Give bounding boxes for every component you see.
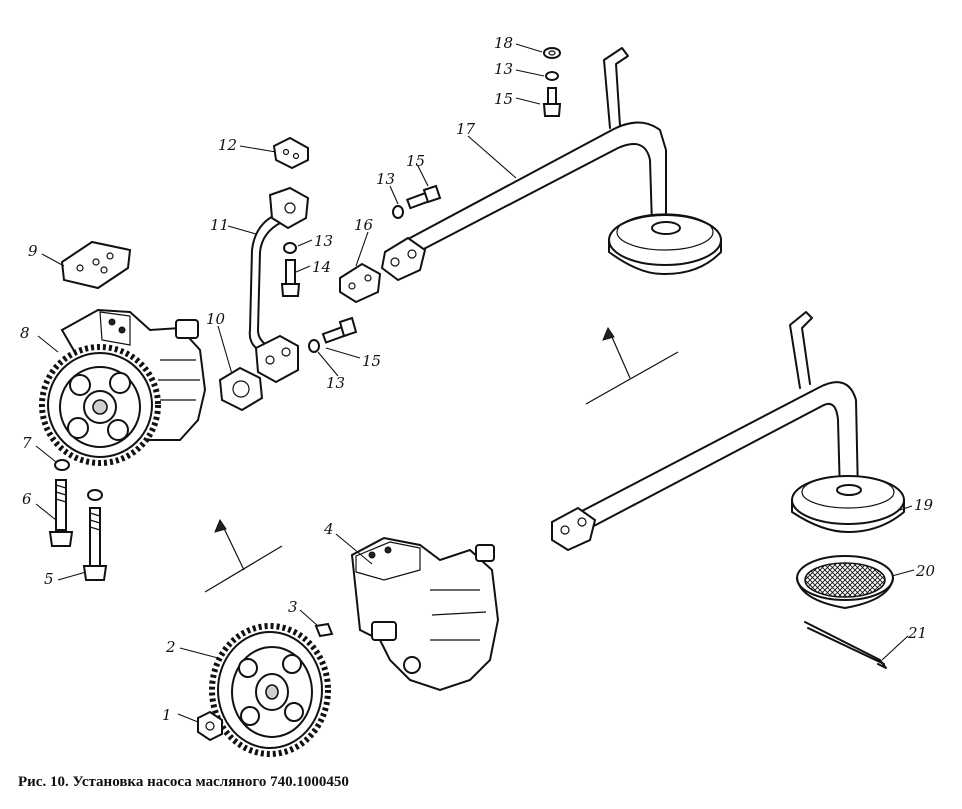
oil-pickup-pipe-lower [551,311,905,552]
bolt-15c [542,87,562,117]
callout-19: 19 [914,496,934,514]
callout-labels: 1 2 3 4 5 6 7 8 9 10 11 12 13 13 13 13 1… [20,34,936,724]
plate-12 [272,136,309,170]
oil-tube-11 [248,186,310,384]
washer-13b [308,339,320,353]
washer-13a [283,242,297,254]
callout-10: 10 [206,310,226,328]
bolt-15a [321,316,358,344]
strainer-mesh [796,555,894,609]
callout-17: 17 [456,120,476,138]
callout-15-c: 15 [494,90,513,108]
figure-caption: Рис. 10. Установка насоса масляного 740.… [18,774,349,790]
bolt-15b [405,184,442,210]
washer-13c [392,205,404,219]
callout-18: 18 [494,34,513,52]
bolt-6 [48,479,74,547]
callout-15-a: 15 [406,152,425,170]
washer-bolt-5 [87,489,103,501]
washer-13d [545,71,559,81]
callout-9: 9 [28,242,38,260]
retaining-clip [804,621,887,669]
callout-2: 2 [165,638,176,656]
callout-15-b: 15 [362,352,381,370]
callout-13-d: 13 [494,60,513,78]
direction-arrow-right [585,326,679,405]
cover-plate [60,240,132,290]
callout-11: 11 [210,216,229,234]
callout-12: 12 [218,136,237,154]
oil-pump-with-gear [39,308,207,466]
callout-4: 4 [323,520,334,538]
bolt-5 [82,507,108,581]
gasket-10 [218,366,264,412]
key-3 [314,622,334,638]
callout-7: 7 [22,434,32,452]
bolt-14 [280,259,301,297]
oil-pickup-pipe-upper [380,47,722,282]
callout-3: 3 [288,598,298,616]
callout-6: 6 [22,490,32,508]
callout-5: 5 [44,570,54,588]
direction-arrow-left [204,518,283,593]
washer-7 [54,459,70,471]
callout-14: 14 [312,258,331,276]
callout-20: 20 [915,562,936,580]
leader-lines [35,43,915,723]
callout-16: 16 [354,216,374,234]
oil-pump-4 [350,536,500,692]
drive-gear-2 [209,623,331,757]
callout-21: 21 [907,624,927,642]
callout-13-b: 13 [326,374,345,392]
callout-8: 8 [20,324,30,342]
nut-1 [197,710,223,742]
callout-1: 1 [162,706,172,724]
callout-13-c: 13 [376,170,395,188]
callout-13-a: 13 [314,232,333,250]
gasket-16 [339,262,382,304]
washer-18 [543,47,561,59]
